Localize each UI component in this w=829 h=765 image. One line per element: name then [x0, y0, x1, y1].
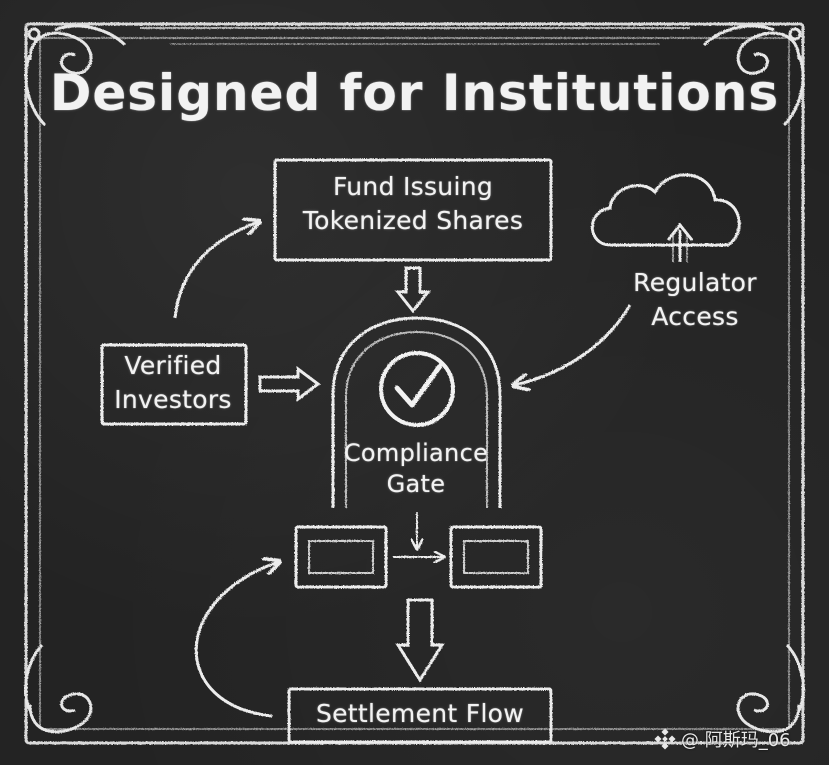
fund-label-line-1: Fund Issuing	[277, 170, 549, 204]
watermark: @ 阿斯玛_06	[654, 722, 791, 756]
verified-investors-label: Verified Investors	[100, 349, 246, 417]
arrow-settlement-loop	[196, 562, 278, 716]
arrow-regulator-to-gate	[515, 305, 630, 385]
verified-label-line-2: Investors	[100, 383, 246, 417]
fund-label-line-2: Tokenized Shares	[277, 204, 549, 238]
corner-flourish-bottom-left	[26, 645, 91, 732]
brand-logo-icon	[654, 728, 676, 750]
checkmark-icon	[381, 353, 453, 425]
compliance-gate-label: Compliance Gate	[336, 438, 496, 500]
arrow-fund-to-gate	[398, 268, 428, 311]
gate-label-line-1: Compliance	[336, 438, 496, 469]
arrow-investors-to-gate	[260, 369, 318, 399]
page-title: Designed for Institutions	[40, 58, 789, 128]
regulator-label-line-1: Regulator	[620, 266, 770, 300]
arrow-to-settlement	[398, 600, 442, 680]
settlement-flow-label: Settlement Flow	[290, 697, 550, 731]
fund-issuing-label: Fund Issuing Tokenized Shares	[277, 170, 549, 238]
regulator-access-label: Regulator Access	[620, 266, 770, 334]
corner-flourish-bottom-right	[738, 645, 803, 732]
cloud-upload-icon	[592, 175, 739, 262]
watermark-text: @ 阿斯玛_06	[681, 726, 791, 752]
gate-label-line-2: Gate	[336, 469, 496, 500]
regulator-label-line-2: Access	[620, 300, 770, 334]
verified-label-line-1: Verified	[100, 349, 246, 383]
arrow-investors-to-fund	[175, 222, 258, 318]
